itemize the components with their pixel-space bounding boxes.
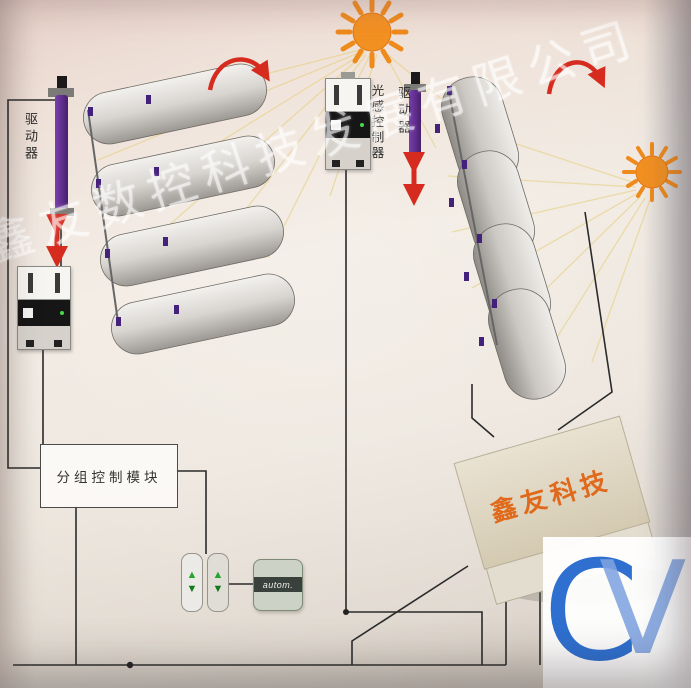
autom-label-band: autom. [254,577,302,592]
device-vent-panel [326,79,370,112]
sun-right-icon [622,142,682,202]
terminal [332,160,340,167]
left-controller-device [17,266,71,350]
wire-junction-dot [343,609,349,615]
rotation-arrow-left-icon [207,57,270,91]
vent-slot [357,85,362,105]
vent-slot [55,273,60,293]
left-actuator-rod [48,76,74,266]
status-led [60,311,64,315]
rotation-arrow-right-icon [546,60,606,95]
sun-top-icon [335,0,409,69]
device-display [23,308,33,318]
group-control-module-label: 分组控制模块 [56,470,162,485]
up-arrow-icon: ▲ [186,569,198,581]
right-actuator-rod [404,72,426,158]
down-arrow-icon: ▼ [186,583,198,595]
logo-letter-c: C [543,537,639,688]
autom-label: autom. [262,579,294,590]
device-display-band [18,300,70,326]
terminal [356,160,364,167]
light-sensor-controller-device [325,72,371,170]
group-control-module: 分组控制模块 [40,444,178,508]
device-terminal-block [326,138,370,169]
status-led [360,123,364,127]
device-display [331,120,341,130]
down-arrow-icon: ▼ [212,583,224,595]
vent-slot [28,273,33,293]
device-terminal-block [18,326,70,349]
left-linkage-bar [87,109,119,323]
switch-channel-2: ▲ ▼ [207,553,229,612]
up-arrow-icon: ▲ [212,569,224,581]
cv-logo: C V [543,531,691,688]
right-panel-array [441,76,566,400]
wiring [7,99,613,666]
cv-logo-graphic: C V [543,531,687,688]
logo-letter-v: V [599,537,687,684]
device-vent-panel [18,267,70,300]
wire-junction-dot [126,661,134,669]
terminal [26,340,34,347]
right-panel-pivots [435,86,497,346]
left-panel-array [83,63,295,355]
vent-slot [334,85,339,105]
sensor-cap [341,72,355,79]
left-panel-pivots [88,95,179,326]
terminal [54,340,62,347]
switch-channel-1: ▲ ▼ [181,553,203,612]
left-actuator-label: 驱动器 [23,112,38,163]
device-display-band [326,112,370,138]
updown-switch-device: ▲ ▼ ▲ ▼ [181,553,229,612]
autom-module: autom. [253,559,303,611]
right-linkage-bar [448,91,498,346]
light-sensor-label: 光感控制器 [369,84,384,162]
right-actuator-label: 驱动器 [396,86,411,137]
